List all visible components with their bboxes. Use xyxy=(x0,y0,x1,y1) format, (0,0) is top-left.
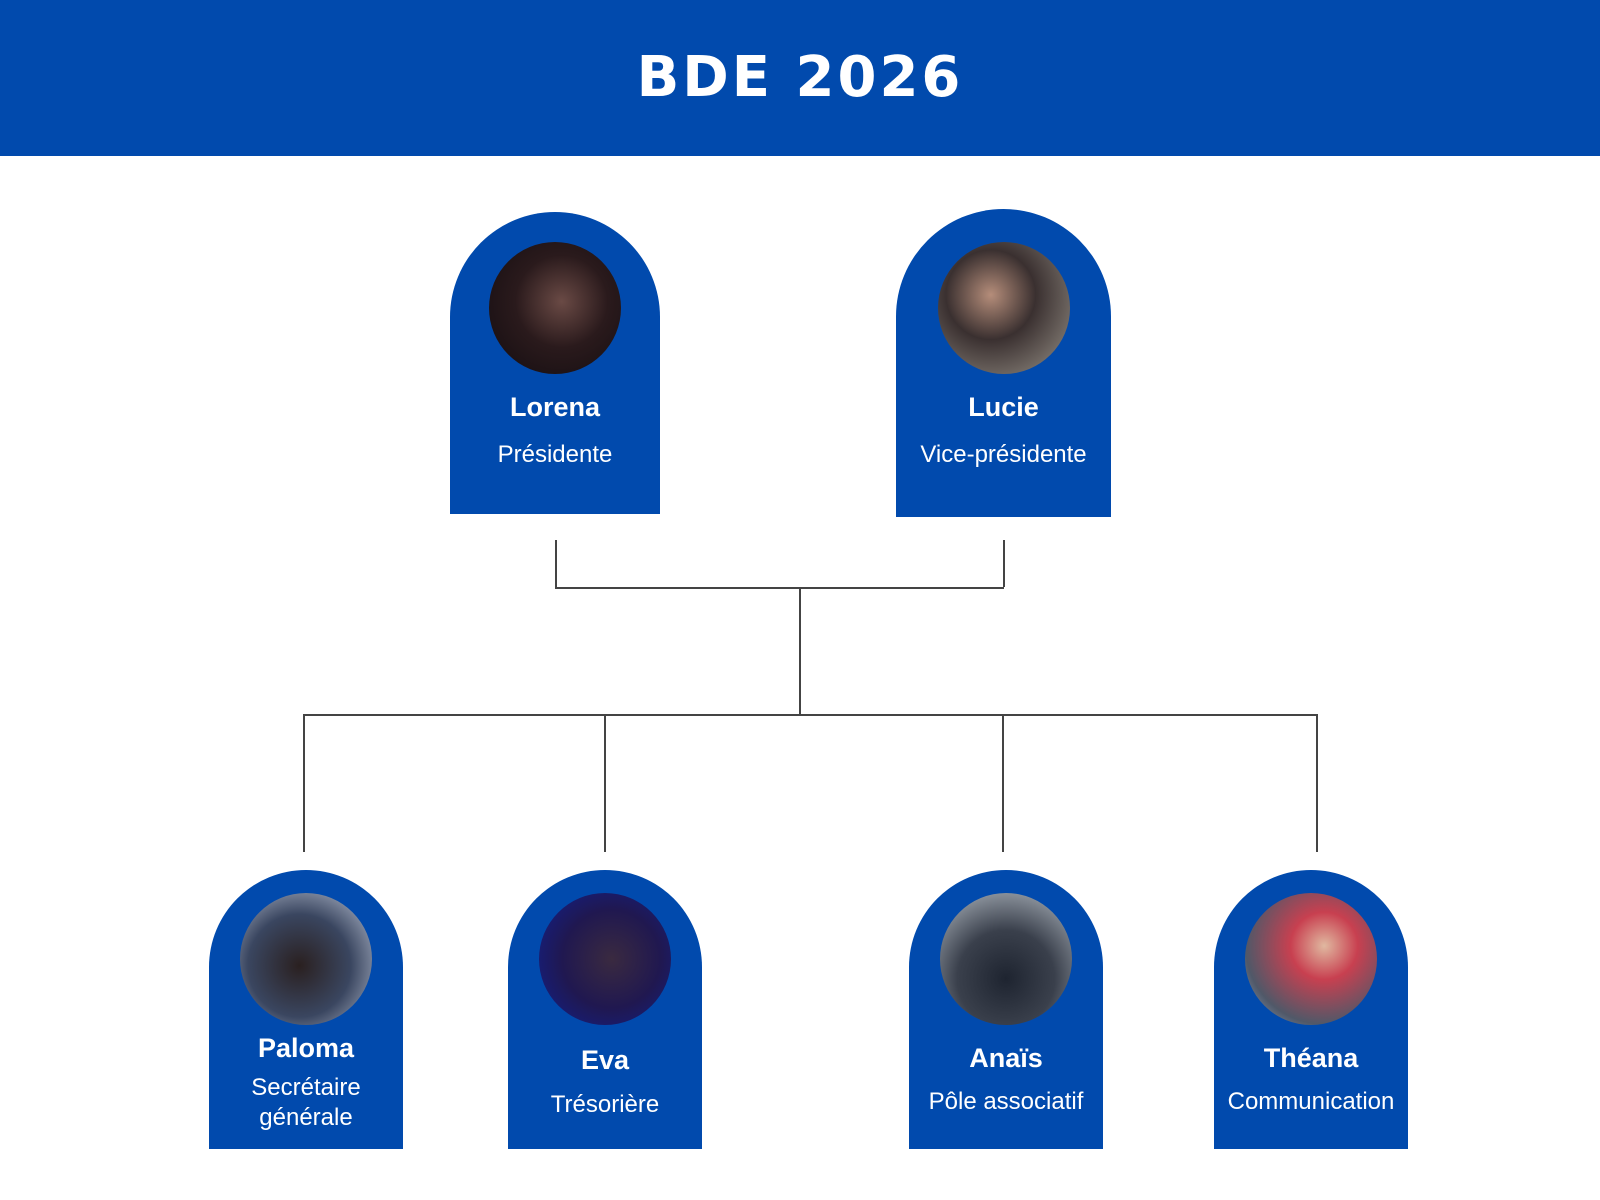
connector-line xyxy=(555,540,557,587)
connector-line xyxy=(1316,714,1318,852)
member-role: Secrétaire xyxy=(251,1074,361,1101)
member-name: Lorena xyxy=(509,392,601,422)
avatar-theana xyxy=(1245,893,1377,1025)
member-role: Communication xyxy=(1227,1088,1395,1115)
connector-line xyxy=(799,587,801,714)
member-role: Pôle associatif xyxy=(928,1088,1084,1115)
member-role: générale xyxy=(259,1104,353,1131)
member-name: Paloma xyxy=(257,1033,355,1063)
avatar-paloma xyxy=(240,893,372,1025)
avatar-anais xyxy=(940,893,1072,1025)
avatar-lucie xyxy=(937,242,1070,374)
member-card-lorena: Lorena Présidente xyxy=(450,212,660,514)
avatar-eva xyxy=(539,893,671,1025)
connector-line xyxy=(1003,540,1005,587)
avatar-lorena xyxy=(489,242,621,374)
member-card-anais: Anaïs Pôle associatif xyxy=(909,870,1103,1149)
header-banner: BDE 2026 xyxy=(0,0,1600,156)
member-name: Théana xyxy=(1263,1043,1359,1073)
member-name: Lucie xyxy=(968,392,1039,422)
member-name: Eva xyxy=(580,1045,630,1075)
connector-line xyxy=(303,714,1317,716)
member-name: Anaïs xyxy=(969,1043,1043,1073)
member-card-paloma: Paloma Secrétaire générale xyxy=(209,870,403,1149)
connector-line xyxy=(555,587,1004,589)
member-card-theana: Théana Communication xyxy=(1214,870,1408,1149)
member-role: Présidente xyxy=(497,441,613,468)
page-title: BDE 2026 xyxy=(636,45,964,110)
connector-line xyxy=(1002,714,1004,852)
member-card-lucie: Lucie Vice-présidente xyxy=(896,209,1111,517)
connector-line xyxy=(604,714,606,852)
connector-line xyxy=(303,714,305,852)
member-role: Vice-présidente xyxy=(920,441,1087,468)
member-card-eva: Eva Trésorière xyxy=(508,870,702,1149)
member-role: Trésorière xyxy=(550,1091,660,1118)
